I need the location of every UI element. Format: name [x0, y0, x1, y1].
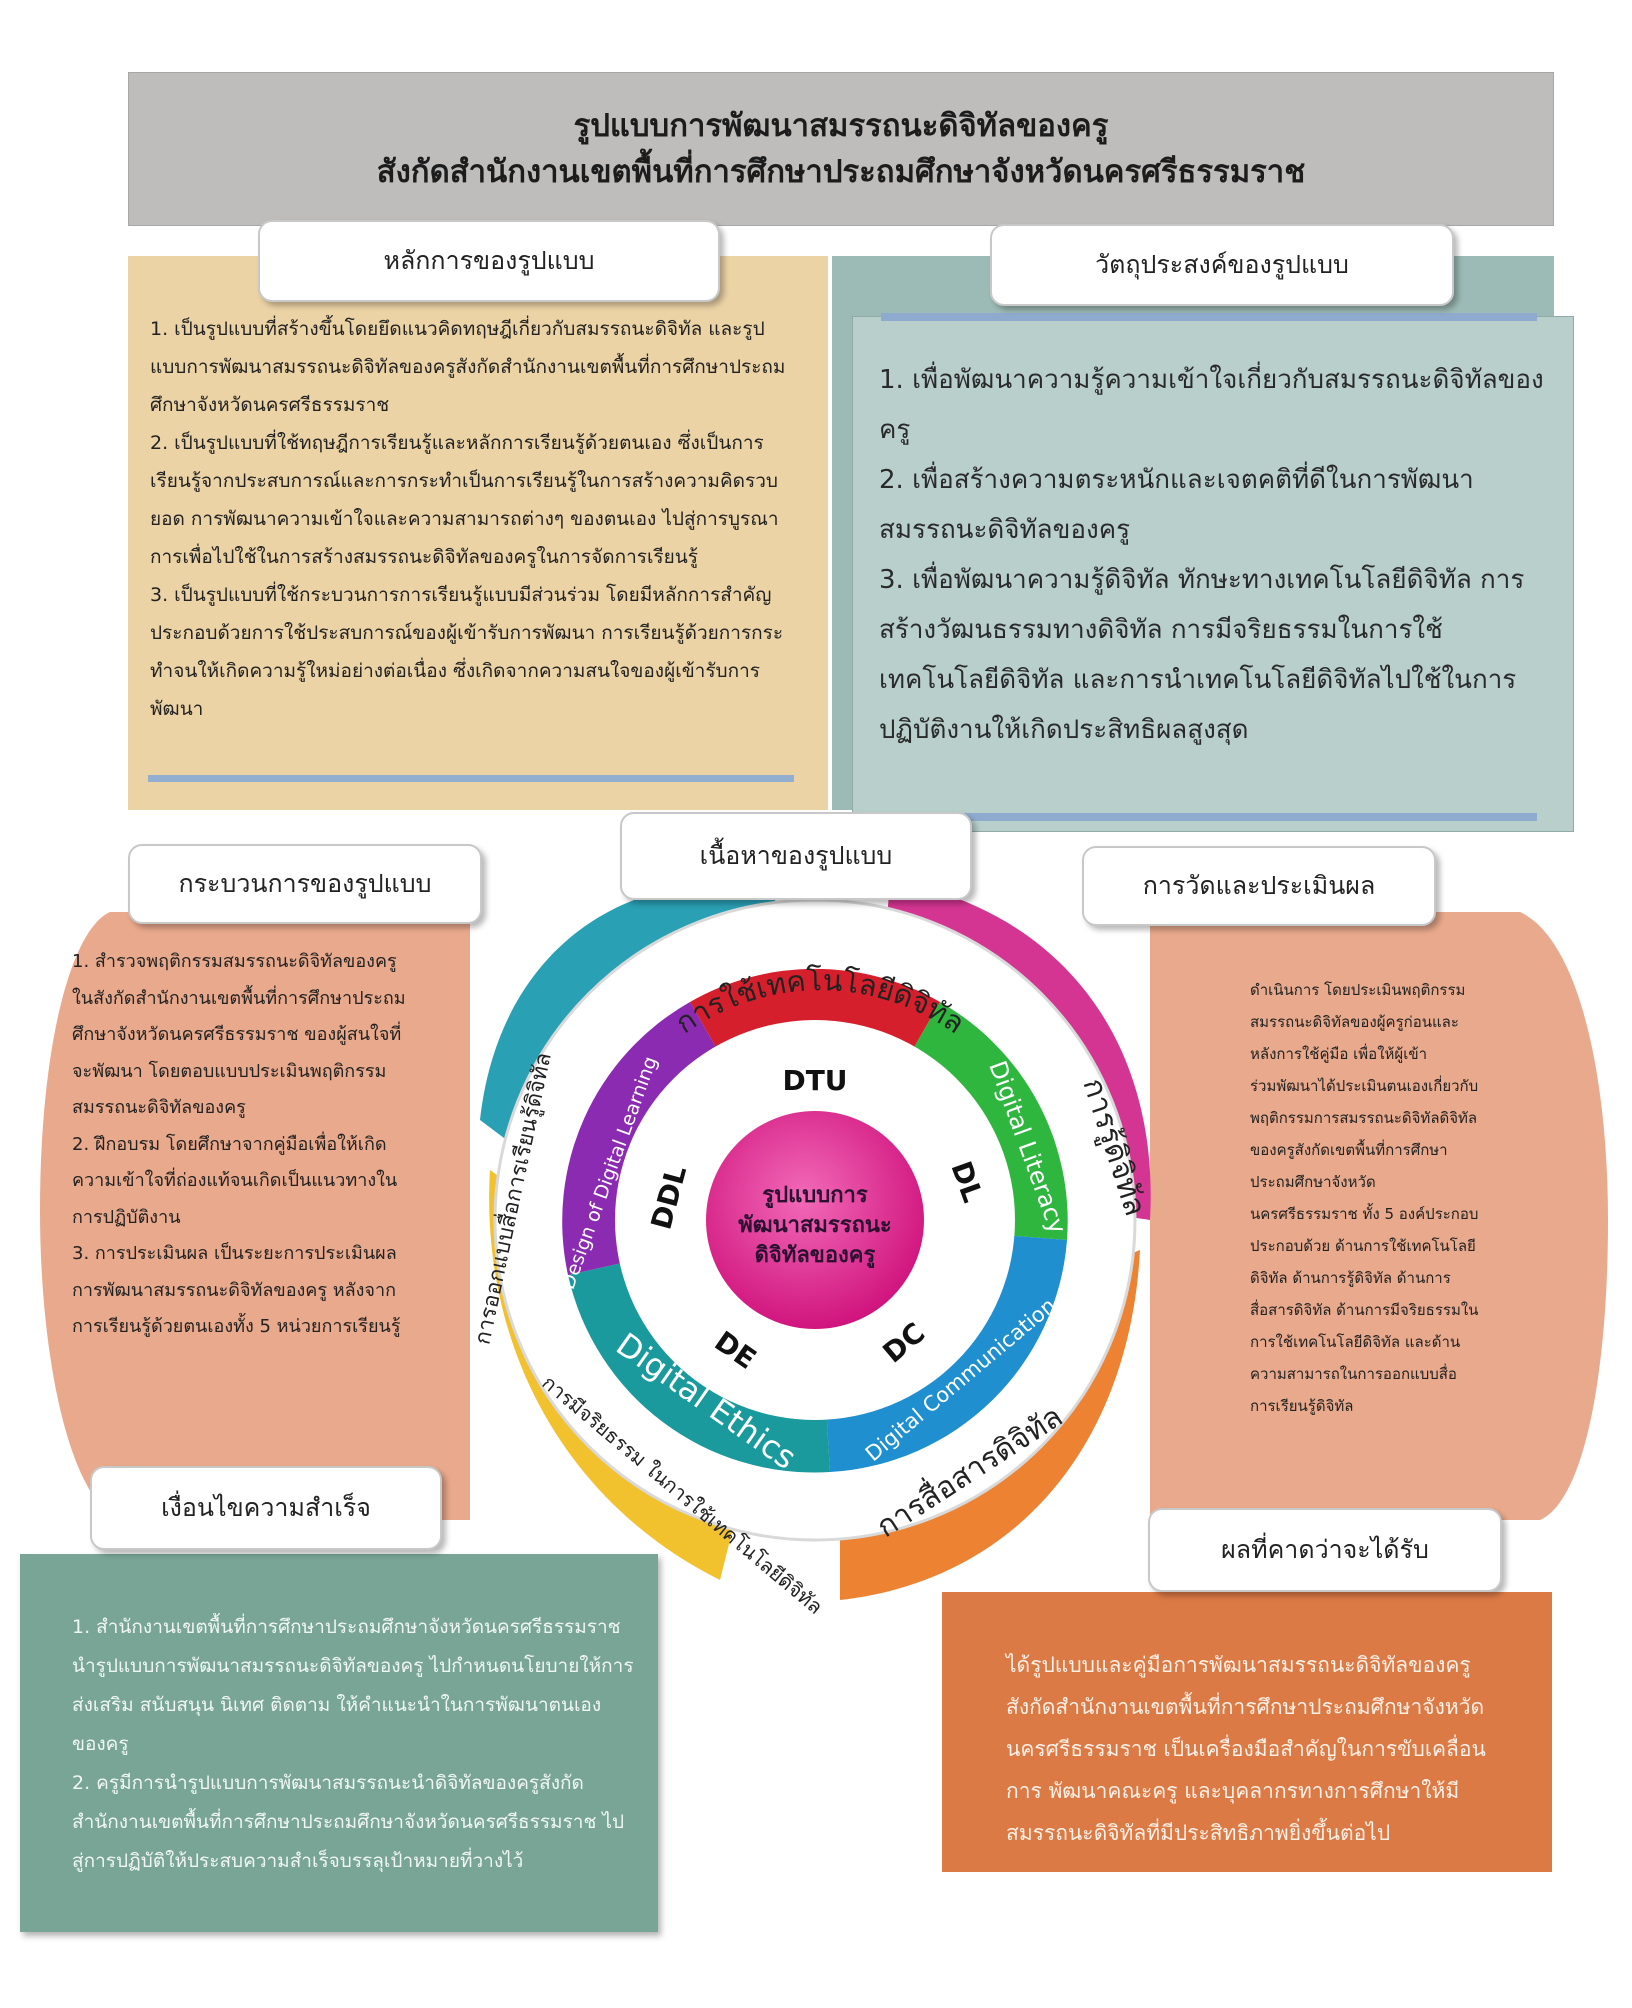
success-conditions-box: 1. สำนักงานเขตพื้นที่การศึกษาประถมศึกษาจ… — [20, 1554, 658, 1932]
objectives-panel: 1. เพื่อพัฒนาความรู้ความเข้าใจเกี่ยวกับส… — [832, 256, 1574, 832]
title-line-1: รูปแบบการพัฒนาสมรรถนะดิจิทัลของครู — [573, 108, 1109, 144]
process-item: 3. การประเมินผล เป็นระยะการประเมินผลการพ… — [72, 1243, 401, 1337]
divider — [881, 313, 1537, 321]
success-item: 2. ครูมีการนำรูปแบบการพัฒนาสมรรถนะนำดิจิ… — [72, 1772, 625, 1872]
process-item: 1. สำรวจพฤติกรรมสมรรถนะดิจิทัลของครูในสั… — [72, 951, 406, 1118]
center-line-1: รูปแบบการ — [762, 1183, 868, 1209]
success-item: 1. สำนักงานเขตพื้นที่การศึกษาประถมศึกษาจ… — [72, 1616, 634, 1755]
principles-label: หลักการของรูปแบบ — [258, 220, 720, 302]
center-line-3: ดิจิทัลของครู — [755, 1243, 876, 1269]
expected-result-box: ได้รูปแบบและคู่มือการพัฒนาสมรรถนะดิจิทัล… — [942, 1592, 1552, 1872]
center-circle — [700, 1105, 930, 1335]
objective-item: 3. เพื่อพัฒนาความรู้ดิจิทัล ทักษะทางเทคโ… — [879, 565, 1525, 745]
code-dtu: DTU — [782, 1064, 847, 1097]
title-line-2: สังกัดสำนักงานเขตพื้นที่การศึกษาประถมศึก… — [376, 154, 1306, 190]
objectives-box: 1. เพื่อพัฒนาความรู้ความเข้าใจเกี่ยวกับส… — [852, 313, 1574, 832]
divider — [148, 775, 794, 782]
result-label: ผลที่คาดว่าจะได้รับ — [1148, 1508, 1502, 1592]
objectives-label: วัตถุประสงค์ของรูปแบบ — [990, 224, 1454, 306]
competency-wheel: DTU DL DC DE DDL Digital Technology Use … — [467, 880, 1153, 1619]
principle-item: 1. เป็นรูปแบบที่สร้างขึ้นโดยยึดแนวคิดทฤษ… — [150, 318, 786, 416]
success-label: เงื่อนไขความสำเร็จ — [90, 1466, 442, 1550]
process-lobe — [40, 912, 470, 1520]
content-label: เนื้อหาของรูปแบบ — [620, 812, 972, 900]
principle-item: 2. เป็นรูปแบบที่ใช้ทฤษฎีการเรียนรู้และหล… — [150, 432, 779, 568]
evaluation-text: ดำเนินการ โดยประเมินพฤติกรรมสมรรถนะดิจิท… — [1250, 981, 1479, 1415]
objective-item: 2. เพื่อสร้างความตระหนักและเจตคติที่ดีใน… — [879, 465, 1474, 545]
process-item: 2. ฝึกอบรม โดยศึกษาจากคู่มือเพื่อให้เกิด… — [72, 1133, 398, 1228]
principle-item: 3. เป็นรูปแบบที่ใช้กระบวนการการเรียนรู้แ… — [150, 584, 784, 720]
evaluation-lobe — [1150, 912, 1608, 1520]
center-line-2: พัฒนาสมรรถนะ — [738, 1213, 892, 1238]
divider — [881, 813, 1537, 821]
principles-panel: 1. เป็นรูปแบบที่สร้างขึ้นโดยยึดแนวคิดทฤษ… — [128, 256, 828, 810]
process-text: 1. สำรวจพฤติกรรมสมรรถนะดิจิทัลของครูในสั… — [72, 944, 412, 1346]
process-label: กระบวนการของรูปแบบ — [128, 844, 482, 924]
objective-item: 1. เพื่อพัฒนาความรู้ความเข้าใจเกี่ยวกับส… — [879, 365, 1544, 445]
evaluation-label: การวัดและประเมินผล — [1082, 846, 1436, 926]
title-banner: รูปแบบการพัฒนาสมรรถนะดิจิทัลของครู สังกั… — [128, 72, 1554, 226]
